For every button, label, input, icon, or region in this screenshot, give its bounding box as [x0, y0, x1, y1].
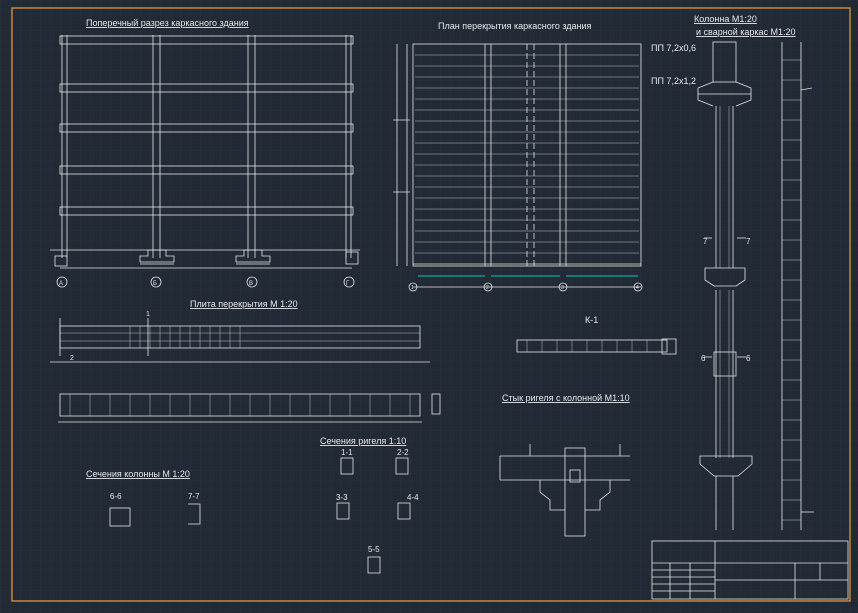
section-1-1: 1-1 — [341, 448, 353, 457]
section-2-2: 2-2 — [397, 448, 409, 457]
floor-plan-title: План перекрытия каркасного здания — [438, 21, 592, 31]
column-elevation — [697, 41, 753, 530]
cut-1-label: 1 — [146, 311, 150, 318]
section-6-6: 6-6 — [110, 492, 122, 501]
axis-v-label: В — [249, 281, 253, 287]
floor-plan — [393, 43, 642, 288]
plan-axis-4: 4 — [636, 285, 639, 291]
welded-frame — [781, 42, 814, 530]
column-title-line1: Колонна М1:20 — [694, 14, 757, 24]
floor-plan-axis-markers — [408, 282, 643, 292]
slab-plan — [50, 318, 430, 363]
axis-g-label: Г — [346, 281, 350, 287]
section-3-3: 3-3 — [336, 493, 348, 502]
cut-6-right: 6 — [746, 354, 751, 363]
plan-axis-1: 1 — [411, 285, 414, 291]
frame-k1 — [516, 338, 677, 355]
slab-type-label-2: ПП 7,2х1,2 — [651, 76, 696, 86]
plan-axis-3: 3 — [561, 285, 564, 291]
joint-title: Стык ригеля с колонной М1:10 — [502, 393, 630, 403]
axis-a-label: А — [59, 281, 63, 287]
slab-title: Плита перекрытия М 1:20 — [190, 299, 298, 309]
beam-sections-title: Сечения ригеля 1:10 — [320, 436, 406, 446]
slab-rebar — [58, 393, 441, 423]
slab-type-label-1: ПП 7,2х0,6 — [651, 43, 696, 53]
frame-k1-label: К-1 — [585, 315, 598, 325]
cut-6-left: 6 — [701, 354, 706, 363]
axis-b-label: Б — [153, 281, 157, 287]
column-sections-title: Сечения колонны М 1:20 — [86, 469, 190, 479]
title-block — [651, 540, 849, 600]
section-7-7: 7-7 — [188, 492, 200, 501]
column-sections-drawings — [109, 503, 201, 527]
cross-section-axes — [54, 251, 359, 288]
section-5-5: 5-5 — [368, 545, 380, 554]
plan-axis-2: 2 — [486, 285, 489, 291]
beam-sections-drawings — [336, 457, 411, 574]
column-title-line2: и сварной каркас М1:20 — [696, 27, 796, 37]
section-4-4: 4-4 — [407, 493, 419, 502]
cut-7-left: 7 — [703, 237, 708, 246]
beam-column-joint — [499, 444, 630, 537]
cut-2-label: 2 — [70, 355, 74, 362]
cut-7-right: 7 — [746, 237, 751, 246]
cross-section-frame — [50, 35, 360, 269]
sheet-frame — [11, 7, 851, 602]
cross-section-title: Поперечный разрез каркасного здания — [86, 18, 249, 28]
